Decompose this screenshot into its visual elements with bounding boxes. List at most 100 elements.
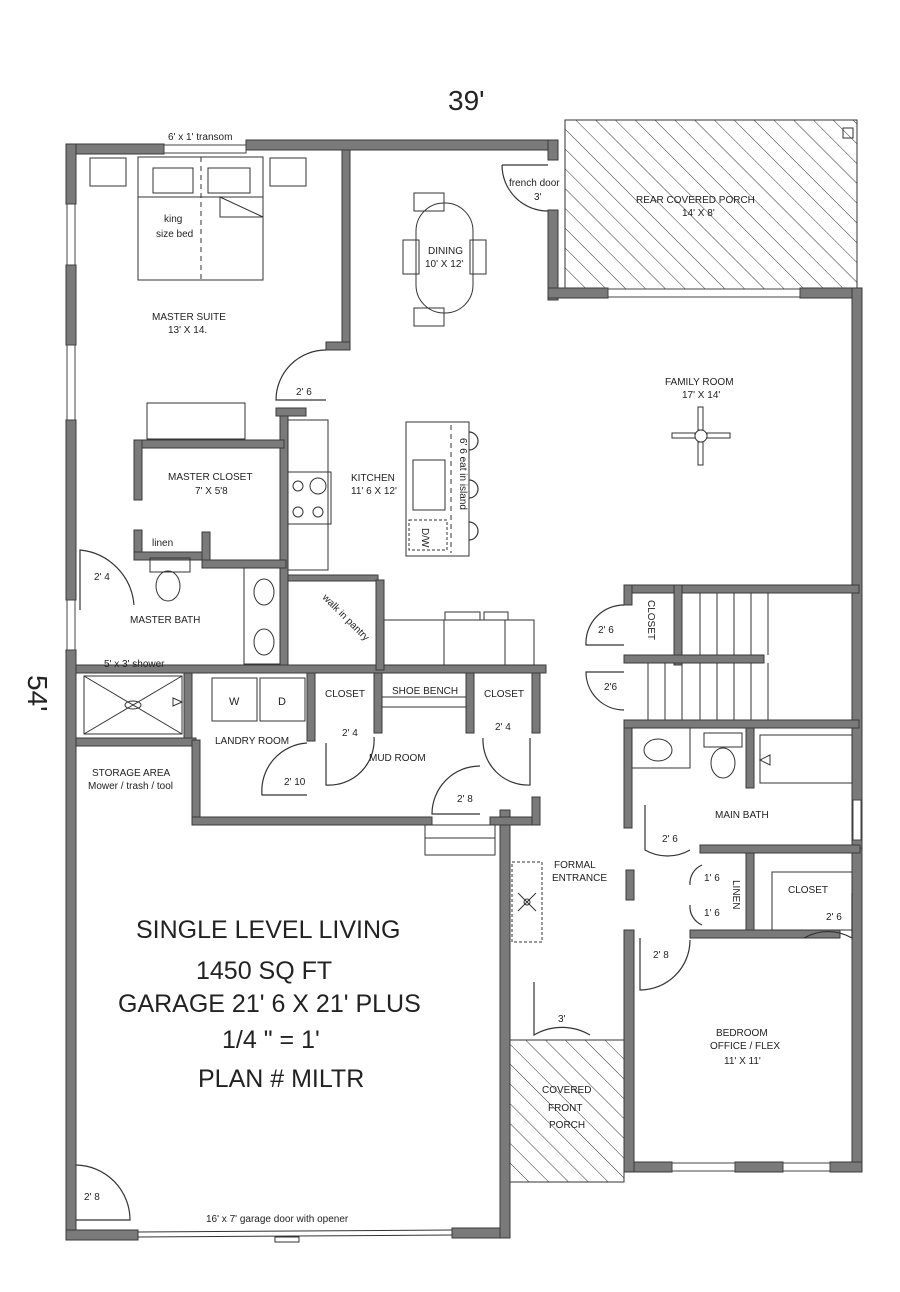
master-bath-label: MASTER BATH: [130, 615, 200, 626]
bed-label-2: size bed: [156, 229, 193, 240]
cooktop: [287, 471, 332, 525]
laundry-fixtures: W D: [211, 677, 496, 856]
storage-label-1: STORAGE AREA: [92, 768, 171, 779]
kitchen-fixtures: [287, 419, 535, 666]
master-bath-fixtures: [83, 557, 281, 735]
transom-label: 6' x 1' transom: [168, 132, 232, 143]
entry-table: [511, 861, 543, 943]
formal-entrance-1: FORMAL: [554, 860, 596, 871]
shower: [83, 675, 183, 735]
svg-text:2' 8: 2' 8: [653, 950, 669, 961]
garage-door-label: 16' x 7' garage door with opener: [206, 1214, 349, 1225]
plan-garage: GARAGE 21' 6 X 21' PLUS: [118, 990, 421, 1018]
kitchen-name: KITCHEN: [351, 473, 395, 484]
storage-label-2: Mower / trash / tool: [88, 781, 173, 792]
counter: [383, 619, 535, 666]
rear-porch-name: REAR COVERED PORCH: [636, 195, 755, 206]
kitchen-island: [405, 421, 470, 557]
rear-porch-size: 14' X 8': [682, 208, 715, 219]
stairs: [647, 593, 769, 720]
svg-text:2' 4: 2' 4: [342, 728, 358, 739]
shoe-bench-label: SHOE BENCH: [392, 686, 458, 697]
plan-title: SINGLE LEVEL LIVING: [136, 916, 400, 944]
svg-text:1' 6: 1' 6: [704, 908, 720, 919]
svg-text:W: W: [229, 696, 240, 708]
bedroom-name: BEDROOM: [716, 1028, 768, 1039]
windows: [66, 144, 862, 1172]
washer: [211, 677, 258, 722]
dining-size: 10' X 12': [425, 259, 463, 270]
svg-text:1' 6: 1' 6: [704, 873, 720, 884]
svg-text:D: D: [278, 696, 286, 708]
hall-closet-label: CLOSET: [645, 600, 656, 640]
svg-text:2' 4: 2' 4: [94, 572, 110, 583]
width-dimension: 39': [448, 85, 485, 116]
master-suite-size: 13' X 14.: [168, 325, 207, 336]
plan-scale: 1/4 " = 1': [222, 1026, 320, 1054]
formal-entrance-2: ENTRANCE: [552, 873, 607, 884]
french-door-label: french door: [509, 178, 560, 189]
bedroom-size: 11' X 11': [724, 1056, 761, 1067]
svg-text:2' 6: 2' 6: [826, 912, 842, 923]
closet-right-label: CLOSET: [484, 689, 524, 700]
family-room-name: FAMILY ROOM: [665, 377, 734, 388]
svg-text:2' 4: 2' 4: [495, 722, 511, 733]
french-door-size: 3': [534, 192, 542, 203]
master-suite-furniture: [89, 156, 307, 440]
ceiling-fan-icon: [671, 406, 731, 466]
dining-name: DINING: [428, 246, 463, 257]
french-door: [501, 164, 549, 212]
master-suite-name: MASTER SUITE: [152, 312, 226, 323]
mud-room-label: MUD ROOM: [369, 753, 426, 764]
linen-hall-label: LINEN: [730, 880, 741, 909]
dresser: [146, 402, 246, 440]
shoe-bench: [381, 696, 467, 708]
front-porch: [509, 1039, 625, 1183]
family-room-size: 17' X 14': [682, 390, 720, 401]
sink: [412, 459, 446, 511]
master-closet-name: MASTER CLOSET: [168, 472, 252, 483]
dining-table: [402, 192, 487, 327]
dishwasher-label: D/W: [419, 528, 430, 548]
island-label: 6' 6 eat in island: [457, 438, 468, 510]
pantry-label: walk in pantry: [319, 592, 371, 644]
plan-info: SINGLE LEVEL LIVING 1450 SQ FT GARAGE 21…: [118, 916, 421, 1093]
kitchen-size: 11' 6 X 12': [351, 486, 397, 497]
plant-icon: [517, 892, 537, 912]
front-porch-1: COVERED: [542, 1085, 591, 1096]
svg-text:2' 6: 2' 6: [598, 625, 614, 636]
bed-label-1: king: [164, 214, 182, 225]
door-swings: [75, 349, 853, 1221]
main-bath-fixtures: [631, 727, 853, 784]
svg-text:3': 3': [558, 1014, 566, 1025]
rear-porch: [564, 119, 858, 291]
svg-text:2'6: 2'6: [604, 682, 617, 693]
plan-number: PLAN # MILTR: [198, 1065, 364, 1093]
shower-label: 5' x 3' shower: [104, 659, 165, 670]
laundry-label: LANDRY ROOM: [215, 736, 289, 747]
room-labels: 6' x 1' transom king size bed MASTER SUI…: [88, 132, 828, 1225]
bedroom-closet-label: CLOSET: [788, 885, 828, 896]
master-linen-label: linen: [152, 538, 173, 549]
master-closet-size: 7' X 5'8: [195, 486, 228, 497]
front-porch-2: FRONT: [548, 1103, 582, 1114]
main-bath-label: MAIN BATH: [715, 810, 769, 821]
front-porch-3: PORCH: [549, 1120, 585, 1131]
door-labels: 2' 6 2' 4 2' 6 2'6 2' 10 2' 4 2' 4 2' 8 …: [84, 387, 842, 1203]
svg-text:2' 8: 2' 8: [457, 794, 473, 805]
post-icon: [842, 127, 854, 139]
plan-sqft: 1450 SQ FT: [196, 957, 332, 985]
interior-walls: [75, 149, 861, 939]
svg-text:2' 10: 2' 10: [284, 777, 306, 788]
svg-text:2' 8: 2' 8: [84, 1192, 100, 1203]
nightstand-right: [269, 157, 307, 187]
depth-dimension: 54': [22, 675, 53, 712]
svg-text:2' 6: 2' 6: [662, 834, 678, 845]
nightstand-left: [89, 157, 127, 187]
bedroom-sub: OFFICE / FLEX: [710, 1041, 780, 1052]
closet-left-label: CLOSET: [325, 689, 365, 700]
bathtub: [759, 734, 853, 784]
svg-text:2' 6: 2' 6: [296, 387, 312, 398]
bar-stools: [468, 431, 479, 541]
